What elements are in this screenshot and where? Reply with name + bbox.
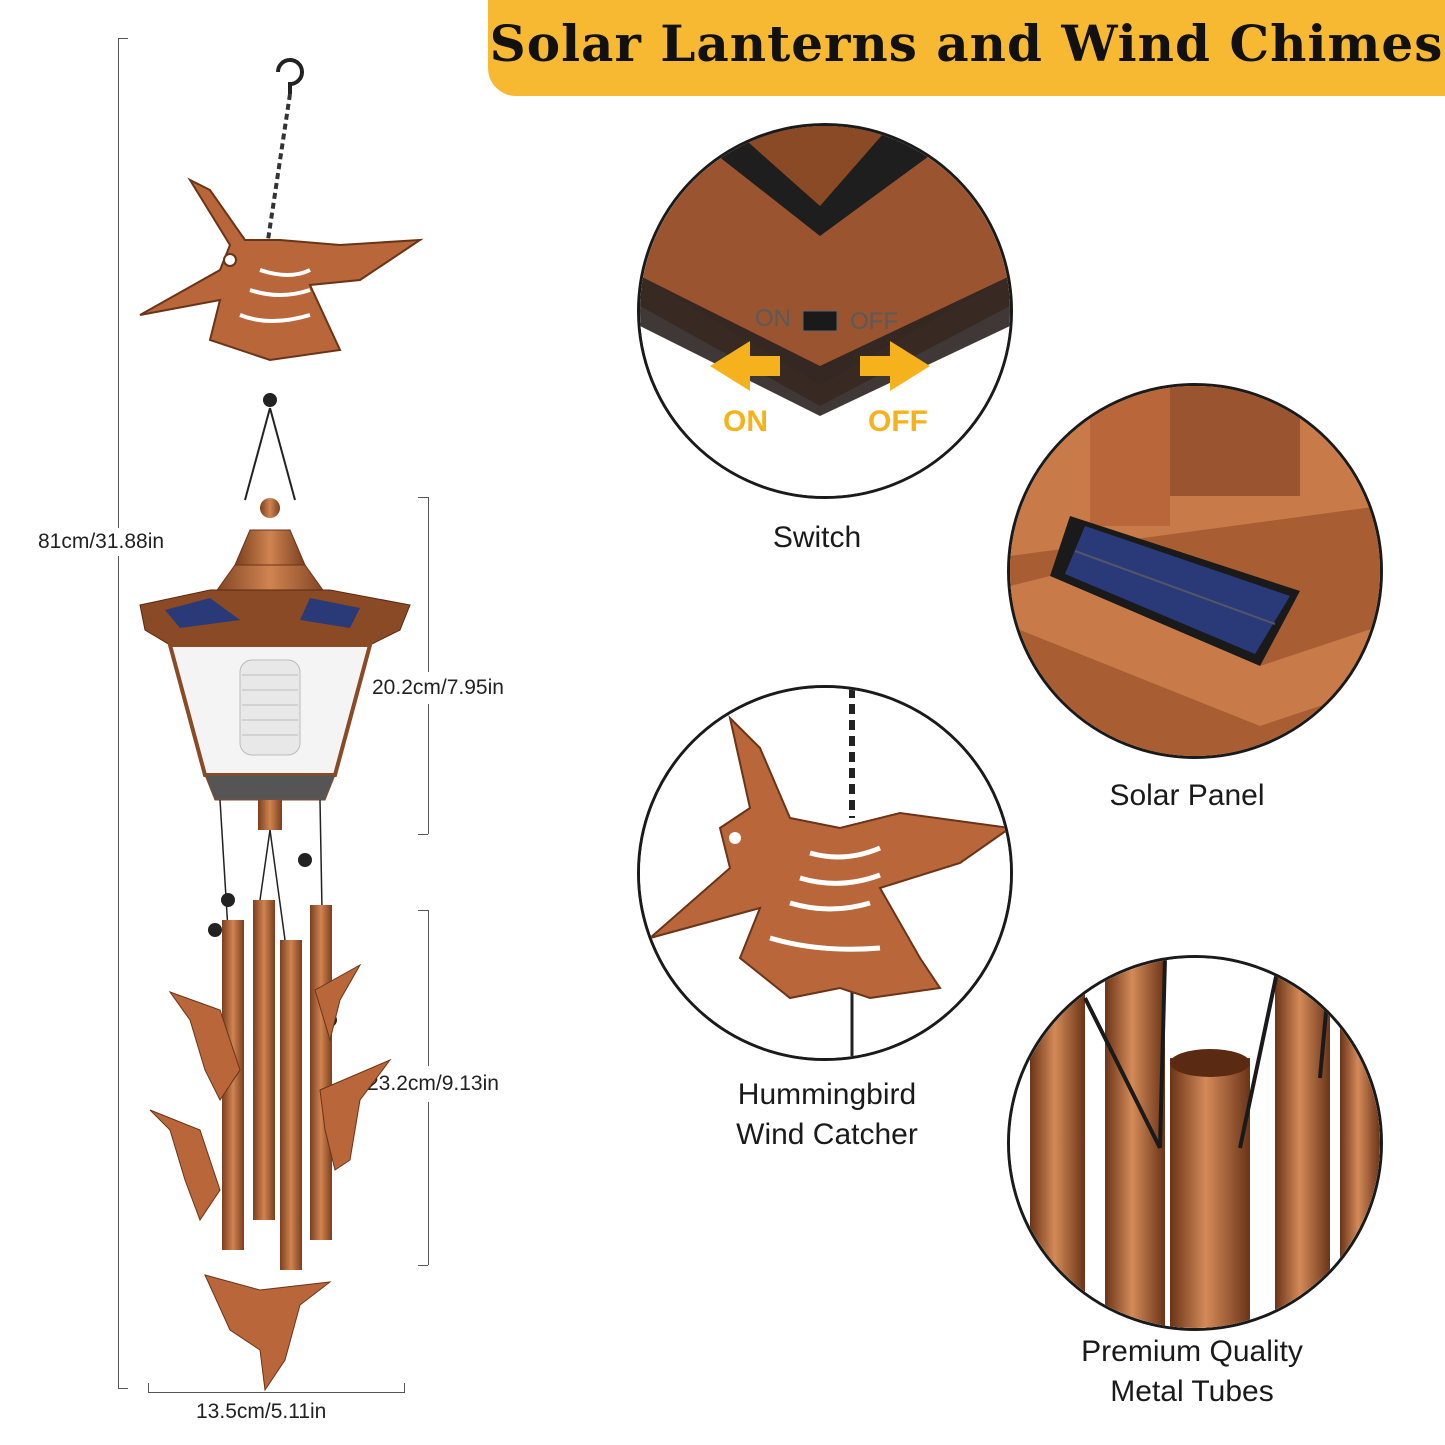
hummingbird-caption-line1: Hummingbird [737, 1078, 917, 1111]
tick [148, 1383, 149, 1393]
tick [118, 38, 128, 39]
solar-panel-caption: Solar Panel [1109, 779, 1265, 812]
wind-chime-product-image [110, 30, 440, 1400]
embossed-off-label: OFF [850, 308, 898, 335]
hummingbird-closeup-circle [637, 685, 1013, 1061]
tick [404, 1383, 405, 1393]
tubes-caption-line1: Premium Quality [1081, 1335, 1303, 1368]
switch-closeup-circle: ON OFF ON OFF [637, 123, 1013, 499]
tubes-caption: Premium Quality Metal Tubes [1047, 1332, 1337, 1412]
metal-tubes-closeup-circle [1007, 955, 1383, 1331]
hummingbird-caption-line2: Wind Catcher [736, 1118, 918, 1151]
embossed-on-label: ON [755, 305, 791, 332]
width-line [148, 1392, 404, 1393]
total-height-label: 81cm/31.88in [38, 528, 165, 556]
tick [418, 1265, 428, 1266]
total-height-line [118, 38, 119, 1388]
power-switch[interactable] [802, 310, 838, 332]
off-label: OFF [868, 405, 928, 438]
switch-caption: Switch [772, 521, 862, 554]
lantern-height-label: 20.2cm/7.95in [372, 672, 504, 704]
width-label: 13.5cm/5.11in [196, 1400, 327, 1423]
tubes-caption-line2: Metal Tubes [1110, 1375, 1274, 1408]
tick [418, 834, 428, 835]
solar-panel-closeup-circle [1007, 383, 1383, 759]
arrow-right-icon [860, 341, 930, 391]
hummingbird-top-shape [139, 177, 424, 362]
tick [418, 910, 428, 911]
tick [418, 497, 428, 498]
tick [118, 1388, 128, 1389]
banner-title: Solar Lanterns and Wind Chimes [489, 14, 1444, 73]
hummingbird-caption: Hummingbird Wind Catcher [697, 1075, 957, 1155]
tube-length-label: 23.2cm/9.13in [367, 1066, 499, 1102]
on-label: ON [723, 405, 768, 438]
arrow-left-icon [710, 341, 780, 391]
lantern-height-line [428, 497, 429, 834]
title-banner: Solar Lanterns and Wind Chimes [488, 0, 1445, 96]
solar-cells [1065, 526, 1290, 654]
